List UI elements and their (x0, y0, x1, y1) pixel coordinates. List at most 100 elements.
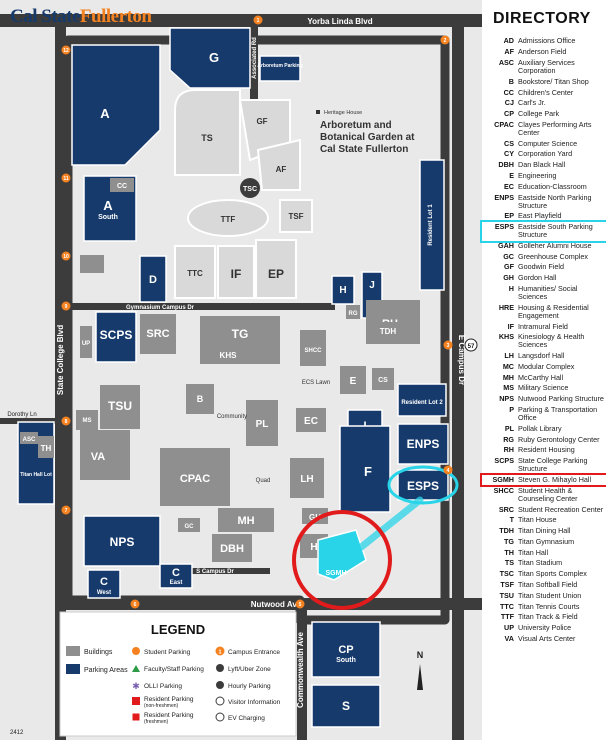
lot-a[interactable] (71, 44, 161, 166)
entrance-marker-3[interactable] (443, 340, 453, 350)
bldg-cs[interactable] (372, 368, 394, 390)
lot-resident-2[interactable] (397, 383, 447, 417)
entrance-marker-2[interactable] (440, 35, 450, 45)
bldg-sgmh[interactable] (317, 529, 367, 581)
bldg-lh[interactable] (290, 458, 324, 498)
lot-cp-south[interactable] (311, 621, 381, 678)
bldg-va[interactable] (80, 430, 130, 480)
bldg-tsu[interactable] (100, 385, 140, 429)
campus-map[interactable]: Yorba Linda Blvd State College Blvd Nutw… (0, 0, 482, 740)
lot-g[interactable] (169, 27, 251, 89)
bldg-shcc[interactable] (300, 330, 326, 366)
bldg-asc[interactable] (20, 432, 38, 444)
bldg-e[interactable] (340, 366, 366, 394)
bldg-cy[interactable] (80, 255, 104, 273)
entrance-marker-1[interactable] (253, 15, 263, 25)
bldg-pl[interactable] (246, 400, 278, 446)
lot-f[interactable] (339, 425, 391, 513)
lot-arboretum-parking[interactable] (259, 55, 301, 82)
bldg-dbh[interactable] (212, 534, 252, 562)
lot-c-west[interactable] (87, 569, 121, 599)
bldg-mh[interactable] (218, 508, 274, 532)
bldg-b[interactable] (186, 384, 214, 414)
lot-scps[interactable] (95, 311, 137, 363)
bldg-src[interactable] (140, 314, 176, 354)
field-ttf[interactable] (187, 199, 269, 237)
lot-s[interactable] (311, 684, 381, 728)
lot-c-east[interactable] (159, 563, 193, 589)
bldg-gc[interactable] (178, 518, 200, 532)
field-ts[interactable] (174, 89, 241, 176)
bldg-cc[interactable] (110, 178, 134, 192)
field-af[interactable] (256, 138, 301, 191)
bldg-ms[interactable] (76, 410, 98, 430)
field-ttc[interactable] (174, 245, 216, 299)
bldg-tsc[interactable] (240, 178, 260, 198)
entrance-marker-12[interactable] (61, 45, 71, 55)
entrance-marker-9[interactable] (61, 301, 71, 311)
bldg-cpac[interactable] (160, 448, 230, 506)
bldg-th[interactable] (38, 436, 54, 458)
lot-d[interactable] (139, 255, 167, 303)
bldg-up[interactable] (80, 326, 92, 358)
field-tsf[interactable] (279, 199, 313, 233)
entrance-marker-7[interactable] (61, 505, 71, 515)
lot-enps[interactable] (397, 423, 449, 465)
bldg-tg[interactable] (200, 316, 280, 364)
lot-nps[interactable] (83, 515, 161, 567)
entrance-marker-8[interactable] (61, 416, 71, 426)
field-ep[interactable] (255, 239, 297, 299)
entrance-marker-4[interactable] (443, 465, 453, 475)
bldg-tdh[interactable] (370, 322, 406, 340)
bldg-ec[interactable] (296, 408, 326, 432)
entrance-marker-10[interactable] (61, 251, 71, 261)
bldg-rg[interactable] (346, 305, 360, 319)
field-if[interactable] (217, 245, 255, 299)
entrance-marker-6[interactable] (130, 599, 140, 609)
